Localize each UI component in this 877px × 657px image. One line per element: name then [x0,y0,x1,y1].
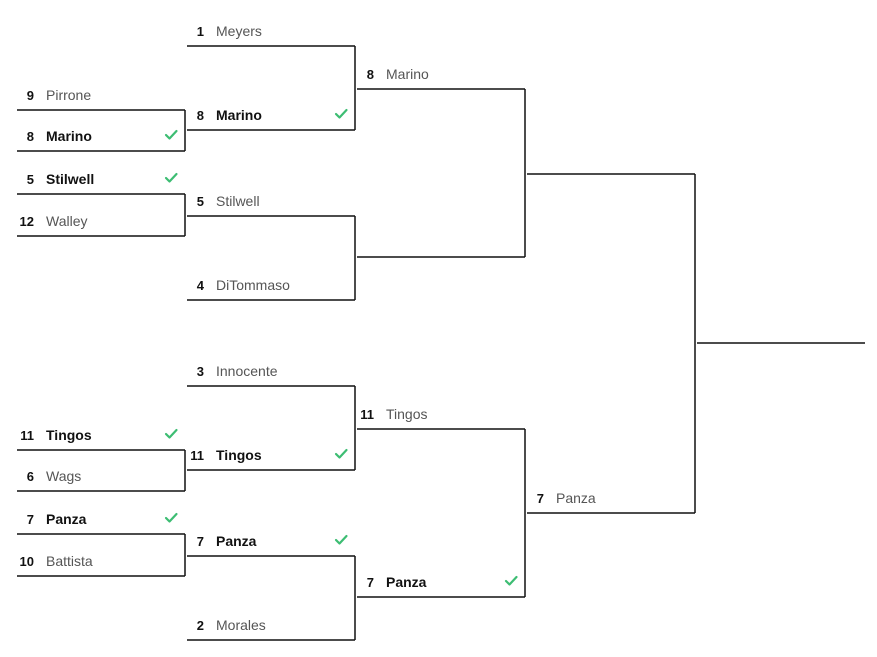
team-name: Panza [556,490,596,506]
bracket-slot-r2-8: 2 Morales [187,617,355,641]
bracket-slot-r2-1: 1 Meyers [187,23,355,47]
seed-number: 7 [537,491,544,506]
bracket-slot-r3-1: 8 Marino [357,66,525,90]
seed-number: 12 [20,214,34,229]
bracket-slot-r1-6: 6 Wags [17,468,185,492]
bracket-slot-r2-5: 3 Innocente [187,363,355,387]
team-name: Marino [216,107,262,123]
bracket-slot-r1-1: 9 Pirrone [17,87,185,111]
team-name: Stilwell [46,171,94,187]
seed-number: 4 [197,278,205,293]
bracket-slot-r3-2: 11 Tingos [357,406,525,430]
bracket-slot-r2-2: 8 Marino [187,107,355,131]
seed-number: 8 [367,67,374,82]
bracket-slot-r1-4: 12 Walley [17,213,185,237]
team-name: Tingos [216,447,262,463]
bracket-slot-r4-1: 7 Panza [527,490,695,514]
team-name: Panza [216,533,257,549]
team-name: Meyers [216,23,262,39]
bracket-slot-r2-3: 5 Stilwell [187,193,355,217]
team-name: Panza [386,574,427,590]
bracket-slot-r1-7: 7 Panza [17,511,185,535]
bracket-slot-r2-4: 4 DiTommaso [187,277,355,301]
team-name: Pirrone [46,87,91,103]
team-name: Battista [46,553,93,569]
bracket-slot-r3-3: 7 Panza [357,574,525,598]
check-icon [504,575,518,586]
seed-number: 6 [27,469,34,484]
check-icon [164,172,178,183]
team-name: Panza [46,511,87,527]
seed-number: 5 [197,194,204,209]
bracket-slot-r1-8: 10 Battista [17,553,185,577]
team-name: Morales [216,617,266,633]
team-name: Tingos [386,406,428,422]
seed-number: 3 [197,364,204,379]
seed-number: 11 [190,448,204,463]
seed-number: 8 [27,129,34,144]
seed-number: 2 [197,618,204,633]
bracket-slot-r1-5: 11 Tingos [17,427,185,451]
bracket-slot-r2-6: 11 Tingos [187,447,355,471]
team-name: Stilwell [216,193,260,209]
seed-number: 7 [27,512,34,527]
seed-number: 7 [197,534,204,549]
check-icon [334,534,348,545]
team-name: Marino [386,66,429,82]
check-icon [164,129,178,140]
team-name: Marino [46,128,92,144]
check-icon [334,448,348,459]
seed-number: 11 [360,407,374,422]
seed-number: 5 [27,172,34,187]
bracket-slot-r2-7: 7 Panza [187,533,355,557]
seed-number: 7 [367,575,374,590]
team-name: Walley [46,213,88,229]
seed-number: 10 [20,554,34,569]
team-name: Tingos [46,427,92,443]
seed-number: 11 [20,428,34,443]
check-icon [164,428,178,439]
seed-number: 9 [27,88,34,103]
team-name: DiTommaso [216,277,290,293]
team-name: Innocente [216,363,278,379]
bracket-slot-r1-3: 5 Stilwell [17,171,185,195]
check-icon [164,512,178,523]
check-icon [334,108,348,119]
seed-number: 1 [197,24,204,39]
seed-number: 8 [197,108,204,123]
bracket-slot-r1-2: 8 Marino [17,128,185,152]
team-name: Wags [46,468,81,484]
